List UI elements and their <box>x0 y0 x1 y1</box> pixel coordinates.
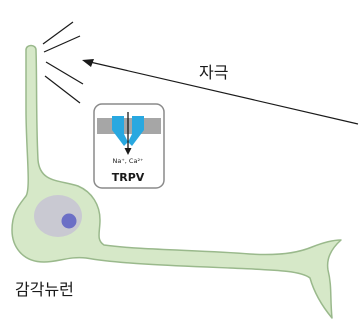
channel-subunit-right <box>128 116 144 146</box>
sensory-neuron <box>11 44 342 319</box>
nucleus <box>61 213 77 229</box>
ion-channel-icon: Na⁺, Ca²⁺ TRPV <box>93 103 165 189</box>
stimulus-arrow <box>82 59 359 125</box>
stimulus-label: 자극 <box>199 63 228 82</box>
ion-label: Na⁺, Ca²⁺ <box>113 157 144 165</box>
stimulus-line-3 <box>45 61 84 85</box>
stimulus-line-4 <box>44 75 81 104</box>
soma-inner <box>34 195 82 237</box>
ion-flow-arrowhead <box>124 148 132 155</box>
arrow-left-icon <box>89 61 359 125</box>
stimulus-lines <box>42 21 84 104</box>
channel-subunit-left <box>112 116 128 146</box>
stimulus-line-2 <box>43 35 81 53</box>
membrane-band <box>97 118 161 134</box>
neuron-label: 감각뉴런 <box>15 280 74 299</box>
channel-name-label: TRPV <box>112 171 145 184</box>
stimulus-line-1 <box>42 21 74 45</box>
arrow-head <box>82 59 94 67</box>
